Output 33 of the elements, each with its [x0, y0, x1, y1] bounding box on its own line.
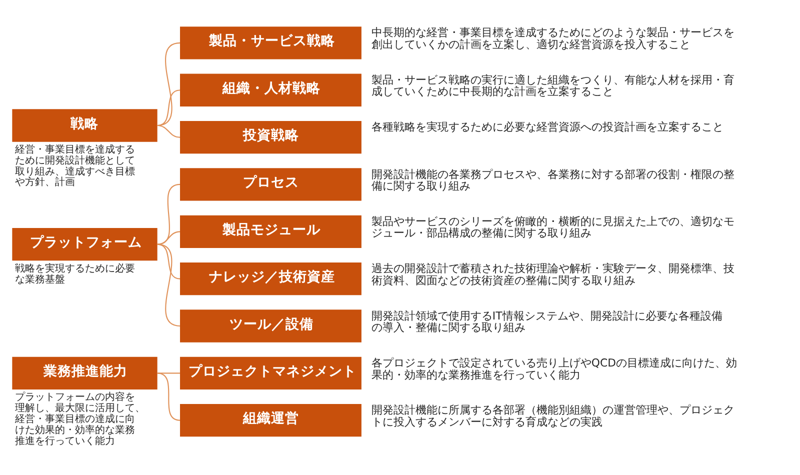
node-label: 開発設計機能に所属する各部署（機能別組織）の運営管理や、プロジェクトに投入するメンバーに対する育成などの実践	[371, 403, 734, 428]
node-label: プラットフォームの内容を理解し、最大限に活用して、経営・事業目標の達成に向けた効果的・効率的な業務推進を行っていく能力	[14, 392, 145, 446]
node-box: 組織・人材戦略	[180, 73, 362, 106]
connector	[157, 243, 180, 326]
node-label: 製品・サービス戦略の実行に適した組織をつくり、有能な人材を採用・育成していくために中長期的な計画を立案すること	[371, 72, 734, 98]
node-label: 製品やサービスのシリーズを俯瞰的・横断的に見据えた上での、適切なモジュール・部品構成の整備に関する取り組み	[371, 214, 734, 240]
node-box: ツール／設備	[180, 309, 362, 342]
connector	[157, 243, 180, 279]
node-box: 製品・サービス戦略	[180, 26, 362, 59]
node-label: 開発設計機能の各業務プロセスや、各業務に対する部署の役割・権限の整備に関する取り組み	[371, 167, 734, 192]
node-box: プロジェクトマネジメント	[180, 356, 362, 389]
node-label: 過去の開発設計で蓄積された技術理論や解析・実験データ、開発標準、技術資料、図面などの技術資産の整備に関する取り組み	[371, 262, 734, 286]
node-box: 戦略	[12, 108, 158, 142]
node-label: 戦略を実現するために必要な業務基盤	[14, 262, 135, 285]
node-label: 中長期的な経営・事業目標を達成するためにどのような製品・サービスを創出していくかの計画を立案し、適切な経営資源を投入すること	[371, 26, 734, 51]
node-box: 組織運営	[180, 404, 362, 436]
connector	[157, 230, 180, 244]
connector	[157, 42, 180, 126]
connector	[157, 372, 180, 374]
connector	[157, 89, 180, 126]
node-box: 投資戦略	[180, 120, 362, 154]
connector	[157, 372, 180, 420]
node-box: 業務推進能力	[12, 356, 158, 389]
connector	[157, 183, 180, 244]
node-box: プロセス	[180, 168, 362, 200]
node-label: 開発設計領域で使用するIT情報システムや、開発設計に必要な各種設備の導入・整備に関する取り組み	[371, 308, 722, 334]
node-label: 各種戦略を実現するために必要な経営資源への投資計画を立案すること	[371, 120, 724, 134]
node-box: プラットフォーム	[12, 228, 158, 260]
node-box: ナレッジ／技術資産	[180, 262, 362, 295]
connector	[157, 124, 180, 138]
node-label: 各プロジェクトで設定されている売り上げやQCDの目標達成に向けた、効果的・効率的な業務推進を行っていく能力	[371, 356, 737, 381]
node-label: 経営・事業目標を達成するために開発設計機能として取り組み、達成すべき目標や方針、計画	[14, 144, 135, 188]
node-box: 製品モジュール	[180, 214, 362, 248]
